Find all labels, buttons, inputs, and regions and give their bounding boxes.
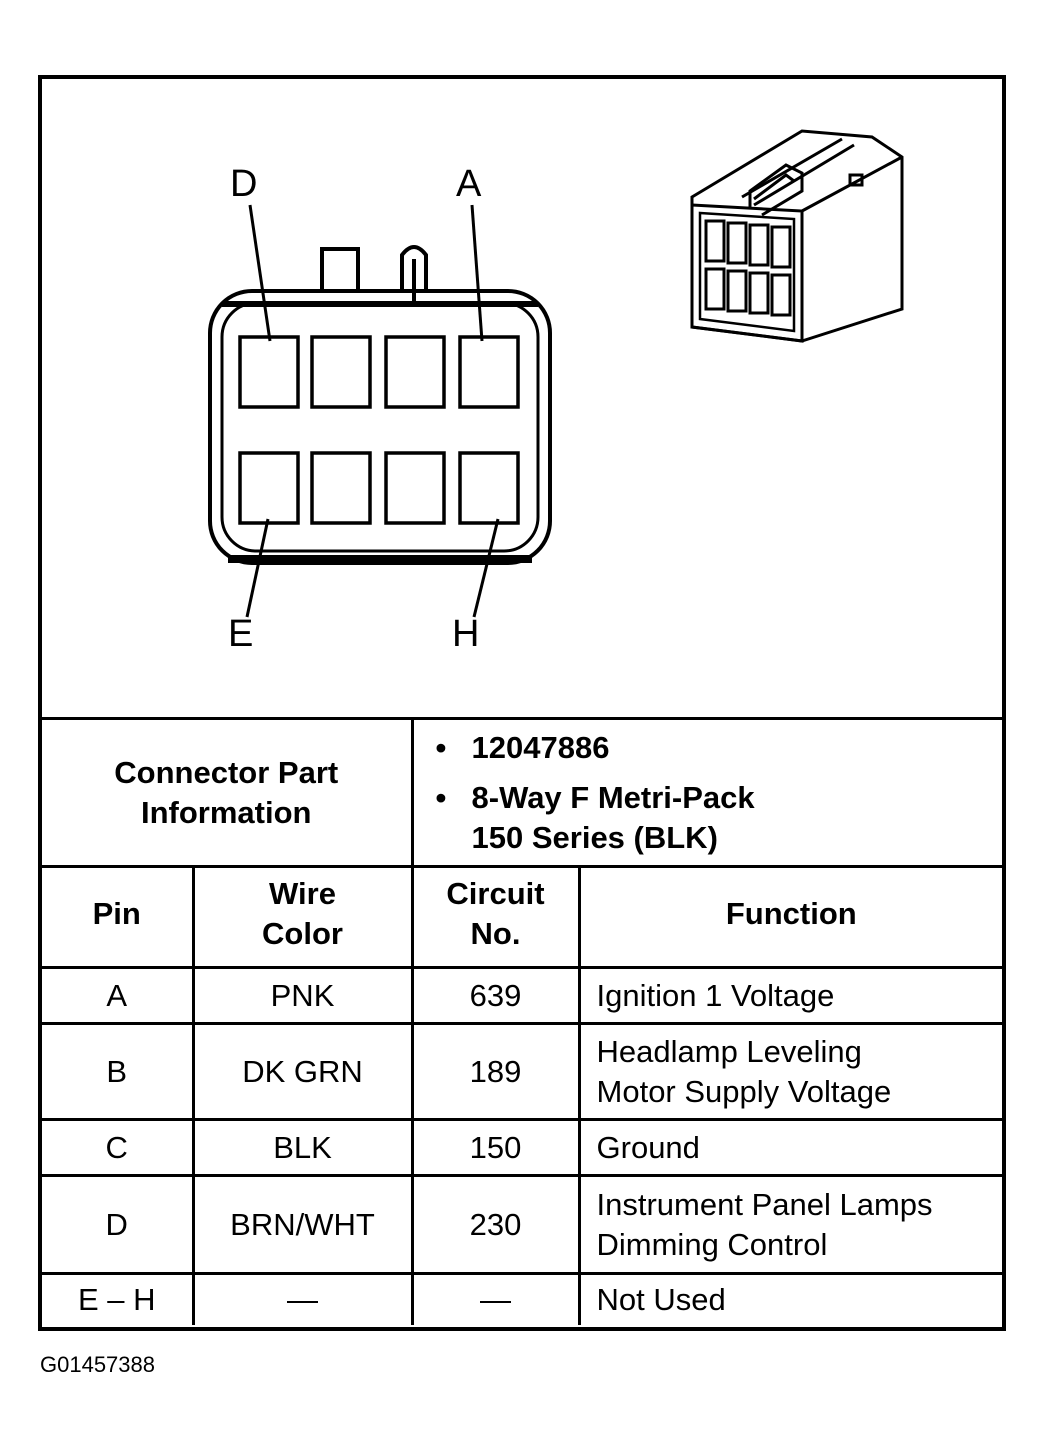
connector-info-item-part-number: 12047886 bbox=[436, 728, 1003, 768]
cell-wire-color: — bbox=[191, 1272, 414, 1325]
pin-cavity-b bbox=[384, 335, 446, 409]
table-row: B DK GRN 189 Headlamp Leveling Motor Sup… bbox=[42, 1022, 1003, 1121]
cell-circuit: 189 bbox=[410, 1022, 581, 1121]
connector-face-drawing bbox=[208, 129, 904, 618]
connector-info-title: Connector Part Information bbox=[42, 717, 414, 868]
connector-diagram: D A E H bbox=[42, 79, 1002, 717]
leader-line-a bbox=[470, 204, 484, 342]
header-function: Function bbox=[577, 865, 1003, 969]
header-wire-color: Wire Color bbox=[191, 865, 414, 969]
header-circuit-no: Circuit No. bbox=[410, 865, 581, 969]
cell-pin: E – H bbox=[42, 1272, 195, 1325]
pin-label-d: D bbox=[230, 163, 258, 205]
header-pin: Pin bbox=[42, 865, 195, 969]
pin-cavity-g bbox=[384, 451, 446, 525]
cell-circuit: 230 bbox=[410, 1174, 581, 1275]
cell-pin: B bbox=[42, 1022, 195, 1121]
cell-function: Instrument Panel Lamps Dimming Control bbox=[577, 1174, 1003, 1275]
pin-label-a: A bbox=[456, 163, 482, 205]
leader-line-h bbox=[472, 518, 500, 618]
cell-wire-color: BLK bbox=[191, 1118, 414, 1177]
cell-function: Headlamp Leveling Motor Supply Voltage bbox=[577, 1022, 1003, 1121]
pin-cavity-f bbox=[310, 451, 372, 525]
cell-circuit: 639 bbox=[410, 966, 581, 1025]
cell-circuit: 150 bbox=[410, 1118, 581, 1177]
figure-id: G01457388 bbox=[40, 1352, 155, 1377]
pin-label-e: E bbox=[228, 613, 254, 655]
connector-pinout-table: Connector Part Information 12047886 8-Wa… bbox=[42, 717, 1003, 1325]
connector-info-list: 12047886 8-Way F Metri-Pack 150 Series (… bbox=[410, 717, 1003, 868]
leader-line-e bbox=[245, 518, 270, 618]
connector-isometric-view bbox=[690, 129, 904, 343]
pin-cavity-h bbox=[458, 451, 520, 525]
connector-info-title-line1: Connector Part bbox=[114, 754, 339, 790]
cell-pin: C bbox=[42, 1118, 195, 1177]
diagram-frame: D A E H Connector Part Information 12047… bbox=[38, 75, 1006, 1331]
cell-wire-color: BRN/WHT bbox=[191, 1174, 414, 1275]
pin-label-h: H bbox=[452, 613, 480, 655]
table-row: D BRN/WHT 230 Instrument Panel Lamps Dim… bbox=[42, 1174, 1003, 1275]
pin-cavity-e bbox=[238, 451, 300, 525]
cell-pin: A bbox=[42, 966, 195, 1025]
table-row: A PNK 639 Ignition 1 Voltage bbox=[42, 966, 1003, 1025]
connector-latch-tab bbox=[320, 247, 360, 293]
pin-cavity-d bbox=[238, 335, 300, 409]
leader-line-d bbox=[248, 204, 272, 342]
connector-key-post bbox=[400, 245, 428, 291]
cell-function: Ground bbox=[577, 1118, 1003, 1177]
pin-cavity-c bbox=[310, 335, 372, 409]
cell-wire-color: PNK bbox=[191, 966, 414, 1025]
connector-info-row: Connector Part Information 12047886 8-Wa… bbox=[42, 717, 1003, 868]
table-row: C BLK 150 Ground bbox=[42, 1118, 1003, 1177]
cell-function: Ignition 1 Voltage bbox=[577, 966, 1003, 1025]
cell-function: Not Used bbox=[577, 1272, 1003, 1325]
cell-pin: D bbox=[42, 1174, 195, 1275]
pin-cavity-a bbox=[458, 335, 520, 409]
connector-info-title-line2: Information bbox=[141, 794, 312, 830]
cell-circuit: — bbox=[410, 1272, 581, 1325]
table-header-row: Pin Wire Color Circuit No. Function bbox=[42, 865, 1003, 969]
table-row: E – H — — Not Used bbox=[42, 1272, 1003, 1325]
connector-info-item-type: 8-Way F Metri-Pack 150 Series (BLK) bbox=[436, 778, 1003, 858]
cell-wire-color: DK GRN bbox=[191, 1022, 414, 1121]
